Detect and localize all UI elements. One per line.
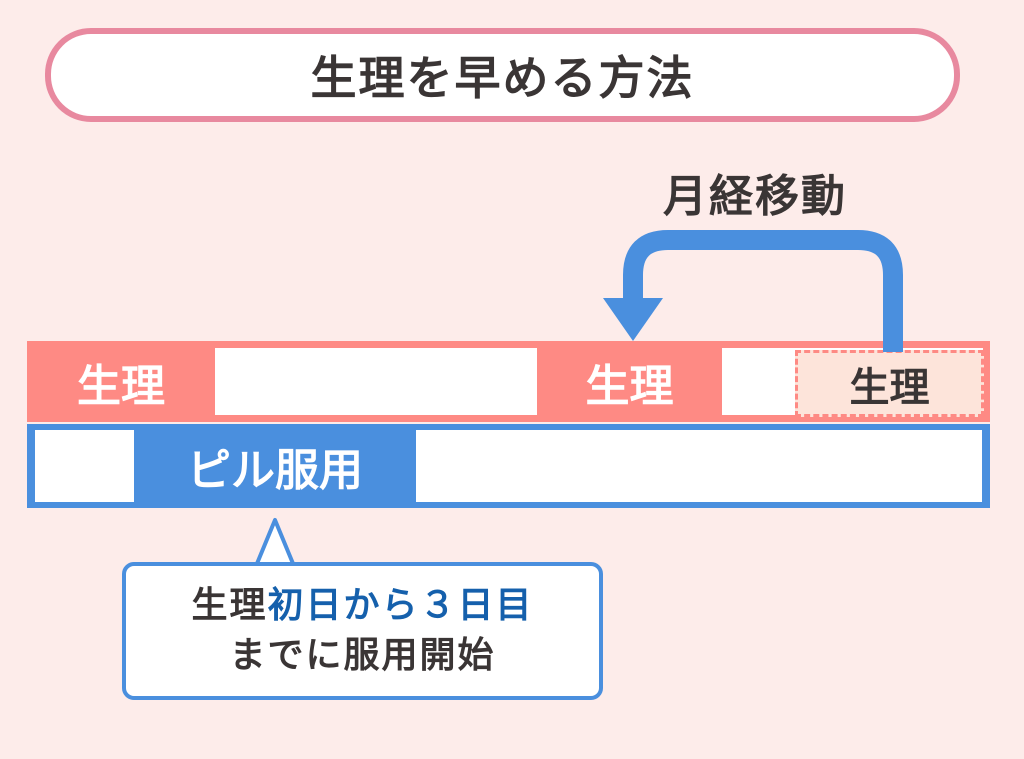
page-title: 生理を早める方法 bbox=[45, 28, 960, 122]
callout-line-2: までに服用開始 bbox=[229, 635, 496, 676]
period-segment-1: 生理 bbox=[77, 360, 165, 412]
callout-text-dark: 生理 bbox=[191, 585, 268, 626]
pill-gap-segment-1 bbox=[35, 430, 134, 502]
gap-segment-1 bbox=[215, 348, 537, 415]
pill-gap-segment-2 bbox=[416, 430, 982, 502]
pill-intake-segment: ピル服用 bbox=[187, 445, 363, 496]
period-timeline-bar: 生理 生理 生理 bbox=[27, 341, 990, 422]
callout-line-1: 生理初日から３日目 bbox=[191, 581, 533, 631]
callout-box: 生理初日から３日目 までに服用開始 bbox=[122, 562, 603, 700]
pill-timeline-bar: ピル服用 bbox=[27, 424, 990, 508]
callout-text-highlight: 初日から３日目 bbox=[267, 585, 534, 626]
period-shift-label: 月経移動 bbox=[663, 171, 847, 222]
period-segment-2: 生理 bbox=[585, 360, 674, 412]
